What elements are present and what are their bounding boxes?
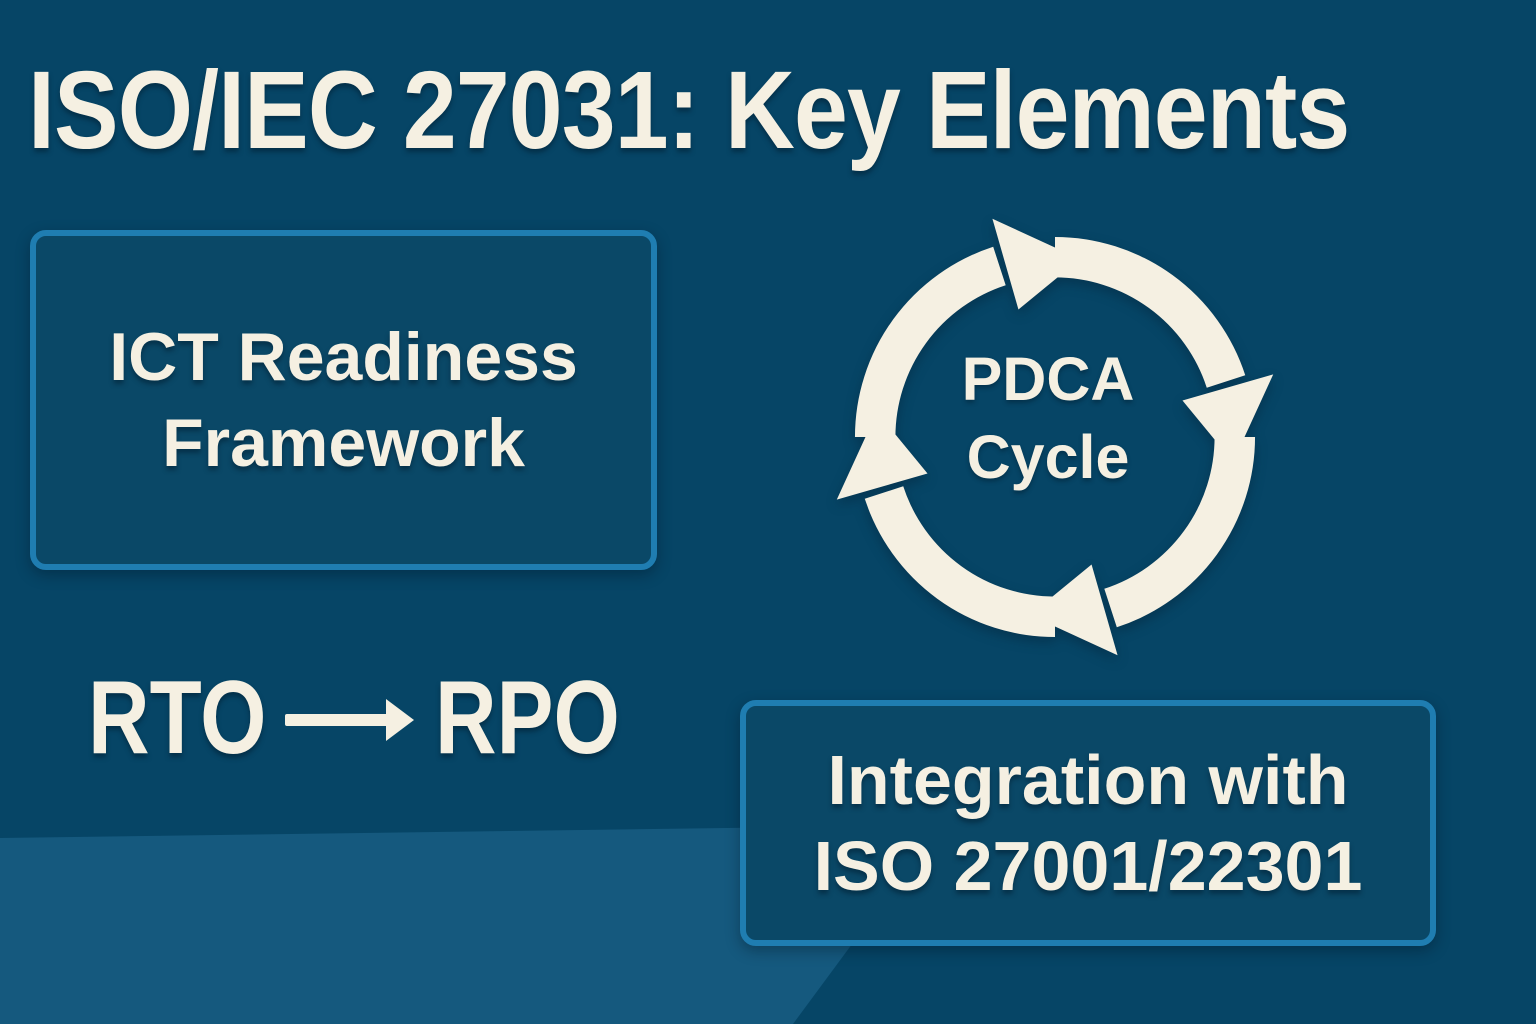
ict-box-line1: ICT Readiness bbox=[109, 319, 578, 395]
rto-label: RTO bbox=[88, 660, 267, 776]
ict-readiness-box: ICT Readiness Framework bbox=[30, 230, 657, 570]
pdca-line2: Cycle bbox=[966, 423, 1130, 491]
rpo-label: RPO bbox=[435, 660, 620, 776]
right-arrow-icon bbox=[285, 699, 414, 741]
page-title: ISO/IEC 27031: Key Elements bbox=[28, 49, 1350, 172]
integration-box: Integration with ISO 27001/22301 bbox=[740, 700, 1436, 946]
pdca-cycle-label: PDCA Cycle bbox=[898, 340, 1198, 496]
pdca-line1: PDCA bbox=[961, 345, 1135, 413]
integration-box-line1: Integration with bbox=[827, 741, 1349, 819]
ict-box-line2: Framework bbox=[162, 405, 525, 481]
integration-box-line2: ISO 27001/22301 bbox=[813, 827, 1363, 905]
